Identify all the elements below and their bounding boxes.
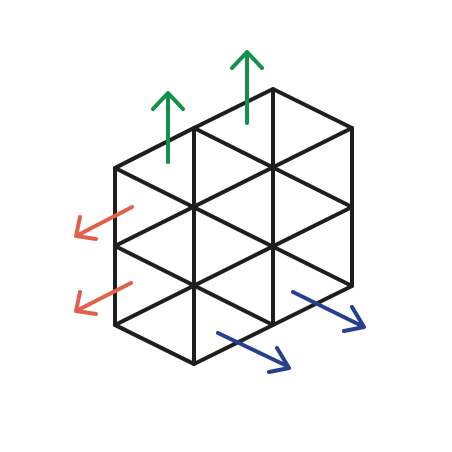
down-left-arrow-shaft — [76, 205, 134, 237]
down-right-arrow-head — [342, 305, 366, 333]
down-right-arrow-head — [267, 346, 291, 374]
triangular-lattice — [113, 87, 354, 366]
lattice-rising-diagonal — [113, 126, 196, 170]
down-left-arrow-head — [74, 215, 98, 241]
lattice-falling-diagonal — [113, 244, 275, 327]
lattice-rising-diagonal — [113, 205, 354, 327]
lattice-rising-diagonal — [113, 126, 354, 248]
lattice-falling-diagonal — [113, 166, 354, 288]
up-arrow-head — [230, 50, 264, 70]
up-arrow-head — [151, 91, 185, 111]
down-right-arrow-shaft — [216, 331, 289, 368]
down-right-arrow-shaft — [291, 290, 364, 328]
lattice-falling-diagonal — [192, 126, 354, 209]
down-left-arrow-head — [74, 290, 98, 316]
down-left-arrow-shaft — [76, 281, 133, 312]
lattice-falling-diagonal — [113, 323, 196, 366]
direction-arrows — [74, 50, 366, 374]
